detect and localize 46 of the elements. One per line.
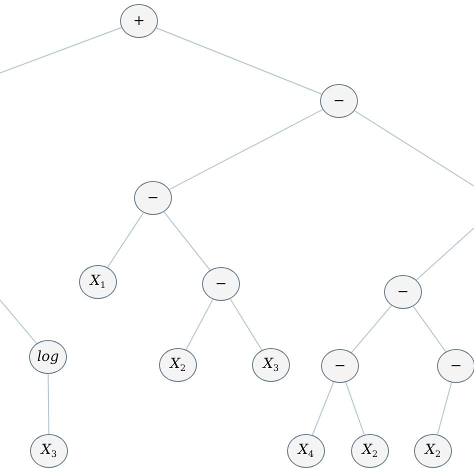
node-label: − <box>450 359 462 373</box>
tree-edge <box>0 300 37 344</box>
tree-node <box>30 434 68 468</box>
tree-edge <box>351 305 392 353</box>
tree-node <box>134 181 172 215</box>
node-label: − <box>215 277 227 291</box>
tree-node <box>320 84 358 118</box>
tree-edge <box>156 27 322 95</box>
tree-edge <box>354 110 474 186</box>
tree-edge <box>345 382 365 435</box>
tree-node <box>351 434 389 468</box>
node-label: − <box>333 94 345 108</box>
tree-node <box>29 340 67 374</box>
tree-edge <box>164 212 210 270</box>
node-label: X$_{2}$ <box>425 442 441 460</box>
tree-node <box>252 348 290 382</box>
tree-edge <box>412 306 446 352</box>
node-label: X$_{2}$ <box>170 356 186 374</box>
node-label: X$_{2}$ <box>362 442 378 460</box>
node-label: X$_{3}$ <box>41 442 57 460</box>
tree-edge <box>48 374 50 434</box>
node-label: + <box>133 14 145 28</box>
tree-node <box>414 434 452 468</box>
node-label: X$_{4}$ <box>298 442 314 460</box>
tree-node <box>202 267 240 301</box>
tree-node <box>287 434 325 468</box>
tree-node <box>384 275 422 309</box>
tree-node <box>79 265 117 299</box>
tree-edge <box>416 228 474 280</box>
node-label: − <box>397 285 409 299</box>
tree-edge <box>169 109 323 190</box>
tree-edge <box>230 298 262 350</box>
tree-node <box>321 349 359 383</box>
node-label: X$_{1}$ <box>90 274 106 290</box>
tree-node <box>159 348 197 382</box>
node-label: X$_{3}$ <box>263 356 279 374</box>
tree-edge <box>186 299 214 350</box>
node-label: − <box>147 191 159 205</box>
tree-node <box>120 4 158 38</box>
node-label: log <box>37 350 59 364</box>
tree-edge <box>0 27 122 74</box>
tree-edge <box>312 382 334 436</box>
tree-edge <box>107 212 144 268</box>
tree-node <box>437 349 474 383</box>
tree-edge <box>436 382 452 435</box>
node-label: − <box>334 359 346 373</box>
